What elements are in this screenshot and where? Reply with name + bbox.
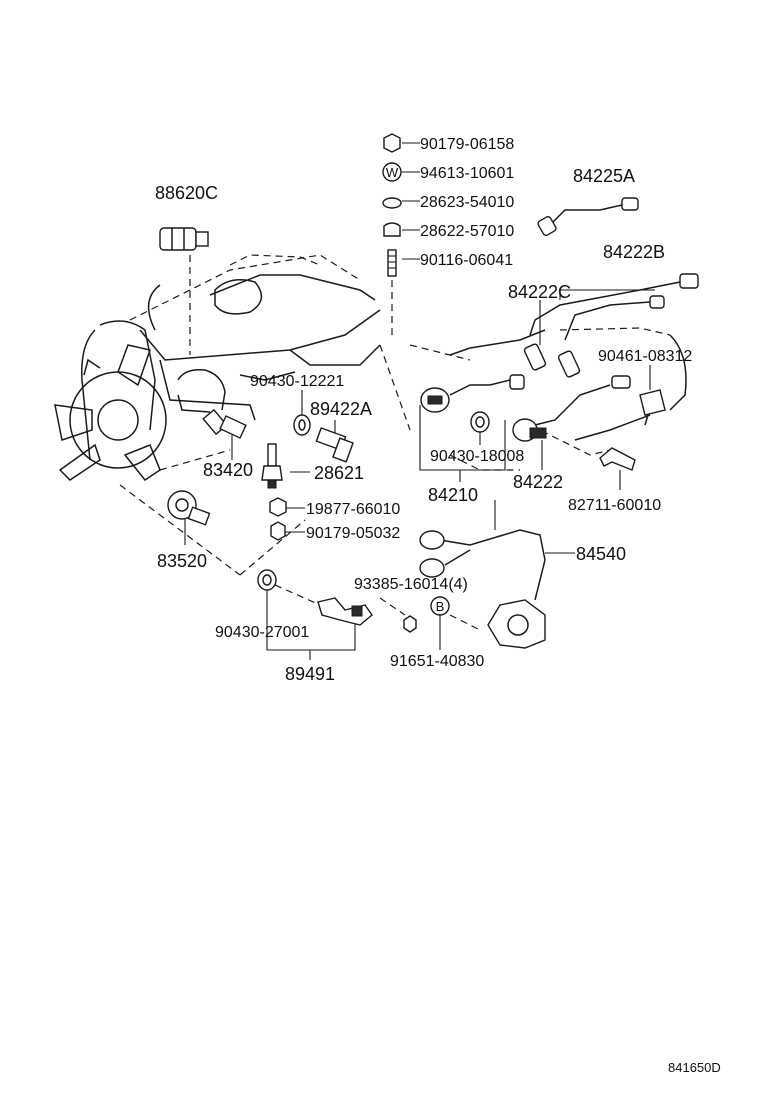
label-89491: 89491: [285, 664, 335, 684]
label-88620C: 88620C: [155, 183, 218, 203]
label-90116-06041: 90116-06041: [420, 252, 513, 269]
label-90179-05032: 90179-05032: [306, 525, 400, 542]
label-84222C: 84222C: [508, 282, 571, 302]
label-90430-27001: 90430-27001: [215, 624, 309, 641]
sensor-84222B-84222C-parts: [523, 273, 699, 378]
gasket-90430-27001-part: [257, 569, 277, 591]
washer-symbol: W: [386, 165, 399, 180]
part-labels: 88620C 90179-06158 94613-10601 28623-540…: [155, 136, 721, 1075]
sensor-84225A-part: [537, 197, 639, 237]
label-83420: 83420: [203, 460, 253, 480]
label-84222: 84222: [513, 472, 563, 492]
label-28621: 28621: [314, 463, 364, 483]
hardware-stack-parts: W: [382, 133, 402, 277]
gasket-90430-18008-part: [470, 411, 490, 433]
sensor-84222-part: [512, 375, 631, 442]
label-82711-60010: 82711-60010: [568, 497, 661, 514]
label-90179-06158: 90179-06158: [420, 136, 514, 153]
bolt-91651-part: B: [430, 596, 450, 616]
sensor-84540-part: [419, 530, 546, 649]
label-19877-66010: 19877-66010: [306, 501, 400, 518]
nut-19877-90179-parts: [269, 497, 287, 541]
label-91651-40830: 91651-40830: [390, 653, 484, 670]
glow-plug-28621-part: [261, 443, 283, 489]
sensor-89491-part: [317, 597, 373, 626]
bolt-93385-part: [403, 615, 417, 633]
label-84222B: 84222B: [603, 242, 665, 262]
clamp-90461-part: [639, 389, 666, 426]
pressure-switch-88620C-part: [159, 227, 209, 251]
label-28622-57010: 28622-57010: [420, 223, 514, 240]
label-84225A: 84225A: [573, 166, 635, 186]
label-90430-12221: 90430-12221: [250, 373, 344, 390]
switch-83520-part: [167, 490, 211, 526]
label-89422A: 89422A: [310, 399, 372, 419]
label-90430-18008: 90430-18008: [430, 448, 524, 465]
label-94613-10601: 94613-10601: [420, 165, 514, 182]
label-84540: 84540: [576, 544, 626, 564]
label-83520: 83520: [157, 551, 207, 571]
label-28623-54010: 28623-54010: [420, 194, 514, 211]
label-93385-16014: 93385-16014(4): [354, 576, 468, 593]
leader-lines: [184, 142, 681, 660]
label-90461-08312: 90461-08312: [598, 348, 692, 365]
engine-block-outline: [54, 254, 687, 576]
switch-83420-part: [202, 408, 247, 439]
sensor-84210-part: [420, 374, 525, 413]
sender-89422A-part: [315, 427, 354, 463]
figure-code: 841650D: [668, 1060, 721, 1075]
bolt-symbol: B: [436, 599, 445, 614]
bracket-82711-part: [599, 447, 636, 471]
gasket-90430-12221-part: [293, 414, 311, 436]
label-84210: 84210: [428, 485, 478, 505]
